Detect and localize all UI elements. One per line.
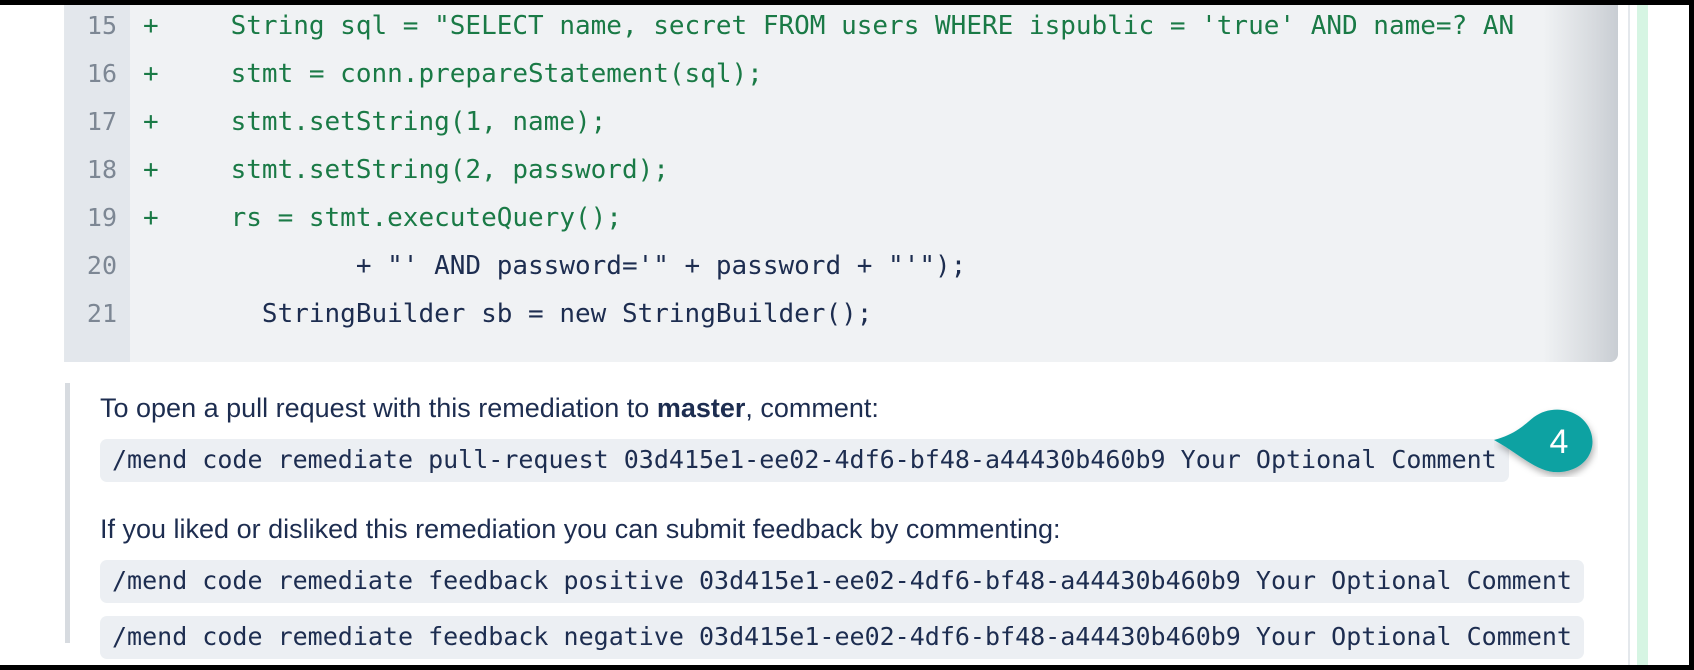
branch-name: master: [656, 393, 746, 423]
diff-row[interactable]: 15 + String sql = "SELECT name, secret F…: [65, 5, 1618, 50]
line-number: 17: [65, 98, 130, 146]
right-panel-divider: [1628, 5, 1630, 665]
feedback-positive-command[interactable]: /mend code remediate feedback positive 0…: [100, 560, 1584, 603]
pull-request-prefix: To open a pull request with this remedia…: [100, 393, 657, 423]
diff-row[interactable]: 21 StringBuilder sb = new StringBuilder(…: [65, 290, 1618, 338]
diff-marker: +: [143, 155, 159, 185]
line-number: 16: [65, 50, 130, 98]
line-number: 18: [65, 146, 130, 194]
right-green-rail: [1637, 5, 1648, 665]
diff-row[interactable]: 20 + "' AND password='" + password + "'"…: [65, 242, 1618, 290]
pull-request-instruction: To open a pull request with this remedia…: [100, 391, 1625, 425]
diff-marker: +: [143, 11, 159, 41]
remediation-section: To open a pull request with this remedia…: [65, 383, 1625, 659]
code-text: stmt.setString(2, password);: [168, 155, 669, 185]
code-text: stmt = conn.prepareStatement(sql);: [168, 59, 763, 89]
code-text: + "' AND password='" + password + "'");: [168, 251, 967, 281]
diff-marker: +: [143, 203, 159, 233]
diff-marker: +: [143, 59, 159, 89]
line-number: 21: [65, 290, 130, 338]
diff-row[interactable]: 19 + rs = stmt.executeQuery();: [65, 194, 1618, 242]
diff-row[interactable]: 16 + stmt = conn.prepareStatement(sql);: [65, 50, 1618, 98]
diff-code-block[interactable]: 15 + String sql = "SELECT name, secret F…: [65, 5, 1618, 362]
line-number: 19: [65, 194, 130, 242]
diff-row[interactable]: 17 + stmt.setString(1, name);: [65, 98, 1618, 146]
diff-rows: 15 + String sql = "SELECT name, secret F…: [65, 5, 1618, 338]
line-number: 15: [65, 5, 130, 50]
feedback-instruction: If you liked or disliked this remediatio…: [100, 514, 1061, 544]
feedback-negative-command[interactable]: /mend code remediate feedback negative 0…: [100, 616, 1584, 659]
code-text: stmt.setString(1, name);: [168, 107, 607, 137]
code-text: rs = stmt.executeQuery();: [168, 203, 622, 233]
diff-marker: +: [143, 107, 159, 137]
code-text: StringBuilder sb = new StringBuilder();: [168, 299, 873, 329]
pull-request-suffix: , comment:: [745, 393, 879, 423]
code-text: String sql = "SELECT name, secret FROM u…: [168, 11, 1515, 41]
diff-row[interactable]: 18 + stmt.setString(2, password);: [65, 146, 1618, 194]
pull-request-command[interactable]: /mend code remediate pull-request 03d415…: [100, 439, 1509, 482]
line-number: 20: [65, 242, 130, 290]
